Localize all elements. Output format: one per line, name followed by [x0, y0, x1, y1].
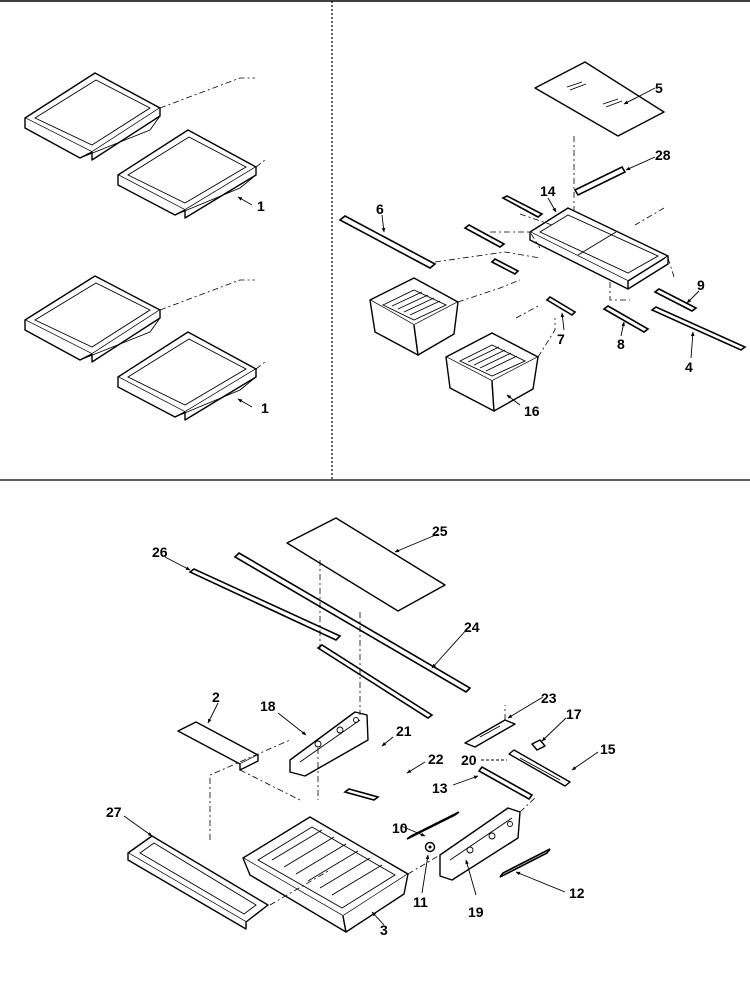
clip-17	[531, 739, 546, 751]
glass-shelf-upper-right	[117, 129, 257, 219]
crisper-drawer-left	[369, 277, 459, 356]
deli-tray-3	[242, 816, 409, 933]
leader-17	[541, 717, 567, 742]
crisper-cover-glass	[534, 61, 665, 137]
leader-10	[400, 825, 426, 837]
clip-22	[343, 788, 380, 801]
leader-22	[406, 761, 426, 774]
leader-23	[507, 696, 544, 719]
handle-2	[177, 721, 259, 771]
rail-6	[338, 215, 437, 269]
rail-26	[188, 568, 342, 641]
drawer-front-27	[127, 835, 269, 930]
drawer-dash-lines	[209, 560, 536, 906]
leader-1a	[237, 196, 253, 206]
leader-5	[623, 87, 656, 105]
callout-13: 13	[432, 780, 448, 796]
glass-shelf-lower-right	[117, 331, 257, 421]
leader-15	[571, 751, 599, 771]
cam-11	[424, 841, 436, 853]
rail-13	[477, 765, 534, 801]
glass-shelf-upper-left	[24, 72, 161, 161]
rail-4	[650, 306, 747, 351]
callout-7: 7	[557, 331, 565, 347]
leader-14	[547, 197, 557, 213]
callout-10: 10	[392, 820, 408, 836]
callout-16: 16	[524, 403, 540, 419]
leader-11	[421, 854, 430, 894]
leader-18	[277, 712, 307, 736]
shelf-dash-lines	[159, 77, 266, 370]
slide-bracket-18	[289, 711, 369, 777]
callout-20: 20	[461, 752, 477, 768]
callout-19: 19	[468, 904, 484, 920]
callout-17: 17	[566, 706, 582, 722]
leader-4	[690, 331, 695, 359]
callout-25: 25	[432, 523, 448, 539]
callout-9: 9	[697, 277, 705, 293]
small-rails-center	[463, 195, 544, 275]
leader-26	[164, 556, 191, 571]
callout-28: 28	[655, 147, 671, 163]
callout-4: 4	[685, 359, 693, 375]
leader-28	[625, 156, 656, 171]
glass-shelf-lower-left	[24, 275, 161, 363]
cover-glass-25	[286, 517, 446, 612]
leader-13	[452, 775, 479, 786]
leader-3	[371, 911, 385, 926]
rail-lower-long	[316, 644, 434, 719]
leader-24	[431, 627, 469, 669]
callout-2: 2	[212, 689, 220, 705]
rail-24	[233, 551, 472, 694]
rail-8	[602, 305, 650, 333]
leader-16	[506, 394, 521, 406]
leader-25	[394, 533, 439, 553]
leader-2	[207, 702, 219, 724]
callout-5: 5	[655, 80, 663, 96]
crisper-drawer-right	[445, 332, 539, 412]
slide-bracket-19	[439, 807, 521, 881]
wire-12	[499, 848, 551, 878]
callout-24: 24	[464, 619, 480, 635]
callout-8: 8	[617, 336, 625, 352]
leader-21	[381, 736, 394, 747]
callout-14: 14	[540, 183, 556, 199]
rail-10	[406, 811, 460, 840]
callout-15: 15	[600, 741, 616, 757]
callout-1b: 1	[261, 400, 269, 416]
callout-6: 6	[376, 201, 384, 217]
leader-7	[560, 312, 565, 331]
leader-1b	[237, 398, 253, 408]
callout-11: 11	[413, 894, 428, 910]
leader-12	[515, 871, 566, 893]
callout-18: 18	[260, 698, 276, 714]
leader-8	[620, 321, 625, 337]
callout-21: 21	[396, 723, 412, 739]
callout-22: 22	[428, 751, 444, 767]
rail-23	[464, 719, 516, 748]
leader-19	[465, 859, 477, 896]
leader-6	[381, 214, 386, 233]
callout-23: 23	[541, 690, 557, 706]
rail-7	[545, 295, 577, 317]
leader-27	[123, 815, 153, 837]
rail-28	[573, 165, 627, 197]
callout-3: 3	[380, 922, 388, 938]
rail-9	[653, 288, 698, 312]
callout-26: 26	[152, 544, 168, 560]
callout-12: 12	[569, 885, 585, 901]
callout-1a: 1	[257, 198, 265, 214]
callout-27: 27	[106, 804, 122, 820]
panel-dividers	[0, 0, 750, 481]
crisper-frame	[529, 207, 669, 290]
rail-15	[508, 749, 571, 787]
leader-9	[686, 290, 700, 304]
crisper-dash-lines	[434, 136, 676, 358]
